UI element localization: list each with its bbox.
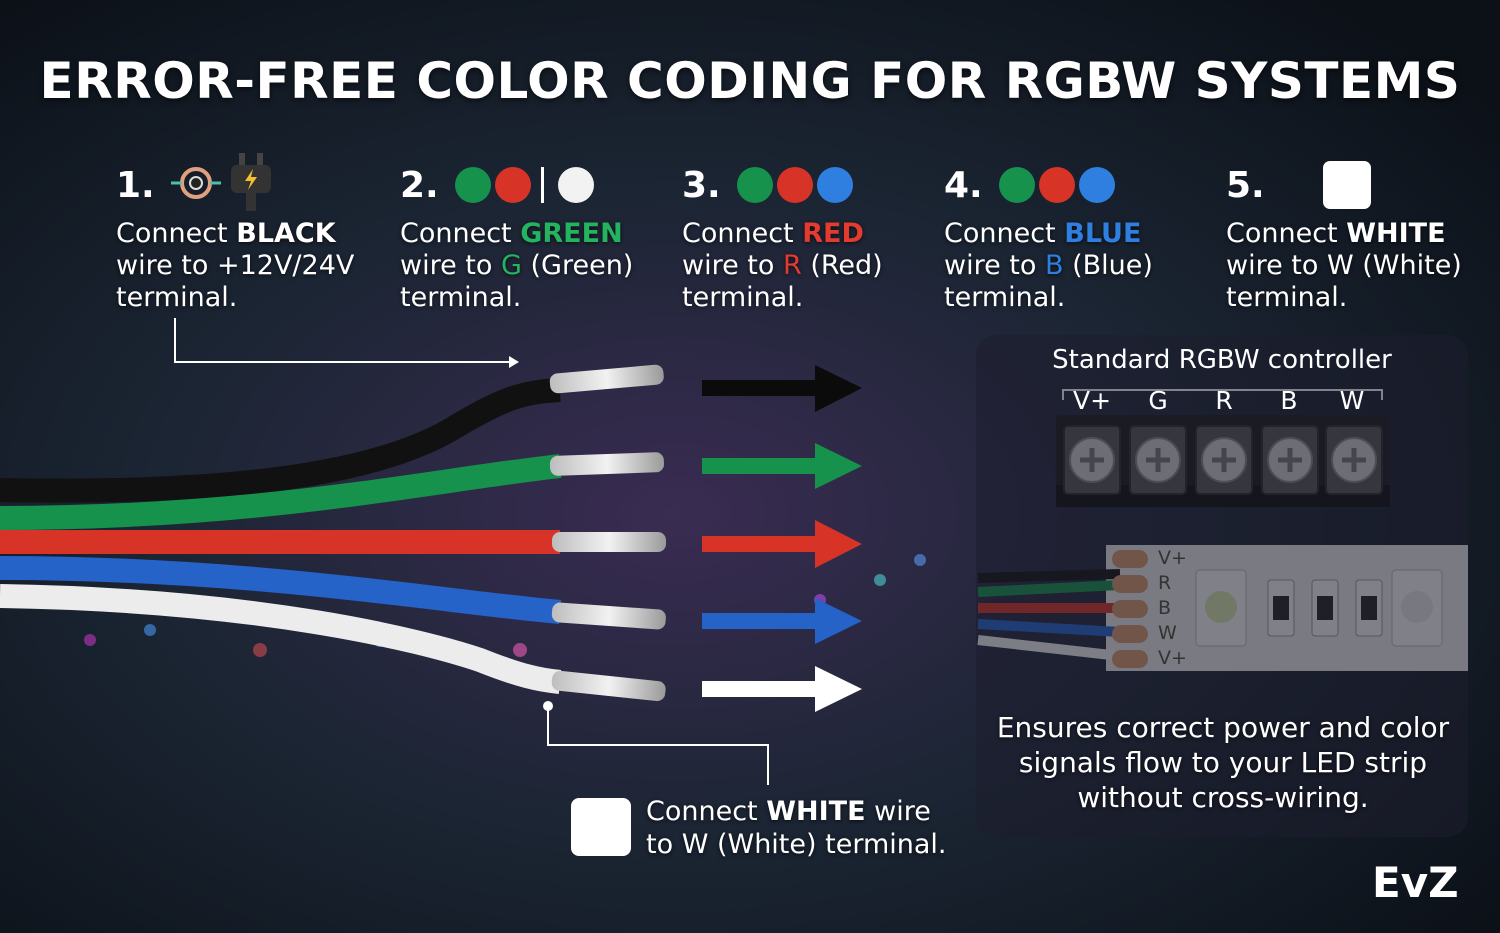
step-number: 2. bbox=[400, 164, 439, 206]
blue-dot-icon bbox=[816, 167, 853, 203]
callout-text: to W (White) terminal. bbox=[646, 829, 947, 860]
pointer-line-step1 bbox=[174, 318, 515, 363]
step-number: 5. bbox=[1226, 164, 1265, 206]
terminal-label: B bbox=[1280, 386, 1298, 415]
green-dot-icon bbox=[736, 167, 773, 203]
blue-wire bbox=[0, 556, 562, 624]
black-wire bbox=[0, 378, 561, 503]
terminal-label: G bbox=[1148, 386, 1168, 415]
plug-icon bbox=[229, 153, 273, 217]
strip-pad-label: W bbox=[1158, 622, 1177, 644]
step-text: Connect bbox=[1226, 218, 1347, 249]
red-dot-icon bbox=[1038, 167, 1075, 203]
step-terminal: W bbox=[1326, 250, 1354, 281]
white-wire bbox=[0, 584, 562, 694]
strip-pad-label: R bbox=[1158, 572, 1172, 594]
step-text: terminal. bbox=[1226, 282, 1348, 313]
terminal-label: R bbox=[1215, 386, 1233, 415]
step-number: 4. bbox=[944, 164, 983, 206]
green-dot-icon bbox=[454, 167, 491, 203]
step-number: 3. bbox=[682, 164, 721, 206]
red-dot-icon bbox=[776, 167, 813, 203]
strip-pad-label: V+ bbox=[1158, 547, 1187, 569]
step-text: terminal. bbox=[400, 282, 522, 313]
step-terminal: G bbox=[500, 250, 522, 281]
step-text: Connect bbox=[116, 218, 237, 249]
white-square-icon bbox=[1322, 161, 1371, 209]
strip-pad-label: V+ bbox=[1158, 647, 1187, 669]
step-2: 2. Connect GREEN wire to G (Green) termi… bbox=[400, 160, 690, 314]
step-4: 4. Connect BLUE wire to B (Blue) termina… bbox=[944, 160, 1234, 314]
arrow-black bbox=[702, 365, 862, 412]
white-square-icon bbox=[571, 798, 631, 856]
step-3: 3. Connect RED wire to R (Red) terminal. bbox=[682, 160, 972, 314]
step-color-name: BLACK bbox=[236, 218, 336, 249]
green-wire bbox=[0, 454, 562, 530]
step-text: wire to bbox=[944, 250, 1045, 281]
step-text: (White) bbox=[1353, 250, 1462, 281]
summary-text: Ensures correct power and color signals … bbox=[996, 711, 1450, 814]
step-text: Connect bbox=[682, 218, 803, 249]
step-text: wire to bbox=[1226, 250, 1327, 281]
step-text: Connect bbox=[944, 218, 1065, 249]
step-color-name: BLUE bbox=[1064, 218, 1142, 249]
strip-pad-label: B bbox=[1158, 597, 1172, 619]
blue-dot-icon bbox=[1078, 167, 1115, 203]
callout: Connect WHITE wire to W (White) terminal… bbox=[646, 795, 947, 861]
brand-logo: EvZ bbox=[1372, 858, 1459, 907]
terminal-label: W bbox=[1339, 386, 1365, 415]
step-text: (Blue) bbox=[1063, 250, 1153, 281]
pointer-line-callout bbox=[547, 710, 769, 785]
callout-text: wire bbox=[865, 796, 931, 827]
step-color-name: WHITE bbox=[1346, 218, 1446, 249]
terminal-label: V+ bbox=[1072, 386, 1112, 415]
arrow-blue bbox=[702, 598, 862, 644]
callout-color-name: WHITE bbox=[766, 796, 866, 827]
red-dot-icon bbox=[494, 167, 531, 203]
arrow-green bbox=[702, 443, 862, 489]
step-text: (Red) bbox=[801, 250, 883, 281]
step-text: wire to bbox=[400, 250, 501, 281]
step-text: terminal. bbox=[116, 282, 238, 313]
step-text: Connect bbox=[400, 218, 521, 249]
arrow-white bbox=[702, 666, 862, 712]
white-dot-icon bbox=[557, 167, 594, 203]
callout-text: Connect bbox=[646, 796, 767, 827]
controller-label: Standard RGBW controller bbox=[1052, 345, 1392, 375]
arrow-red bbox=[702, 520, 862, 568]
controller-panel bbox=[976, 335, 1468, 837]
step-text: wire to bbox=[682, 250, 783, 281]
step-5: 5. Connect WHITE wire to W (White) termi… bbox=[1226, 160, 1496, 314]
green-dot-icon bbox=[998, 167, 1035, 203]
cable-icon bbox=[170, 163, 221, 207]
page-title: ERROR-FREE COLOR CODING FOR RGBW SYSTEMS bbox=[39, 52, 1461, 110]
divider bbox=[540, 167, 544, 203]
step-text: terminal. bbox=[944, 282, 1066, 313]
step-terminal: R bbox=[782, 250, 802, 281]
step-1: 1. Connect BLACK wire to +12V/24V termin… bbox=[116, 153, 406, 314]
step-terminal: +12V/24V bbox=[216, 250, 355, 281]
step-number: 1. bbox=[116, 164, 155, 206]
step-text: (Green) bbox=[521, 250, 634, 281]
step-text: wire to bbox=[116, 250, 217, 281]
step-color-name: RED bbox=[802, 218, 864, 249]
step-terminal: B bbox=[1044, 250, 1064, 281]
step-text: terminal. bbox=[682, 282, 804, 313]
step-color-name: GREEN bbox=[520, 218, 623, 249]
